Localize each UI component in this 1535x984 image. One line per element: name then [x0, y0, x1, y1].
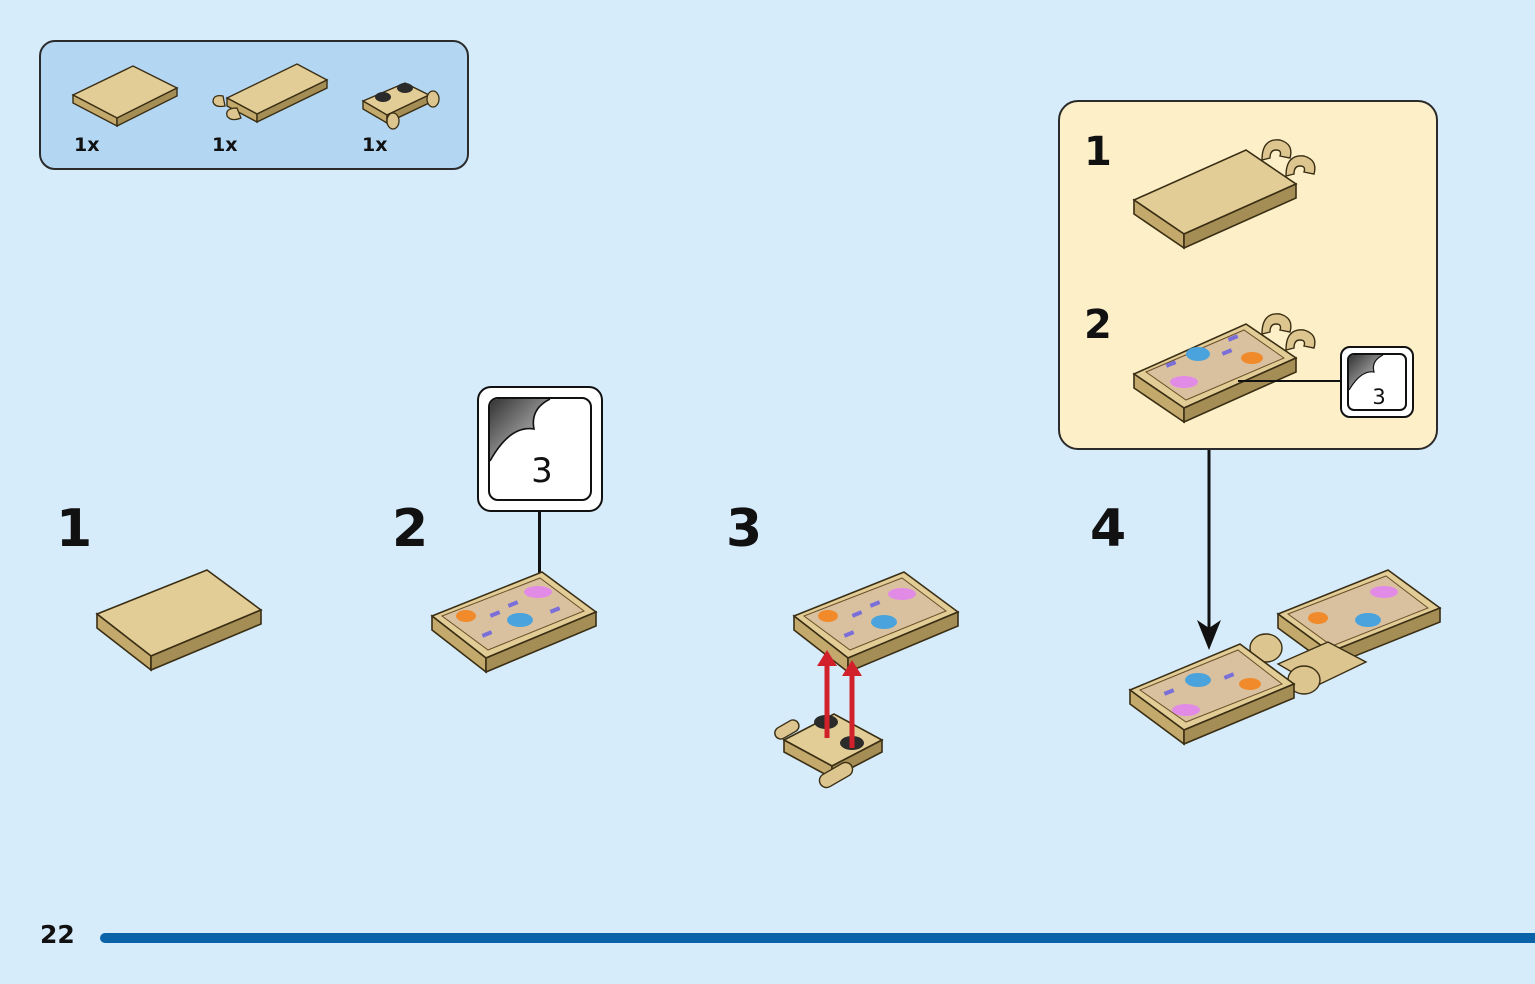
- sub-step-number-2: 2: [1084, 302, 1112, 348]
- step-4-assembly-illustration: [1128, 569, 1442, 746]
- sticker-icon: 3: [488, 397, 592, 501]
- page-number: 22: [40, 920, 75, 949]
- step-3-tile-illustration: [792, 571, 960, 674]
- part-qty-2: 1x: [212, 134, 238, 156]
- sub-step-1-clip-tile-illustration: [1132, 139, 1316, 250]
- sub-callout-leader-line: [1238, 380, 1340, 382]
- callout-leader-line: [538, 512, 541, 576]
- sub-sticker-callout: 3: [1340, 346, 1414, 418]
- sub-step-2-stickered-clip-tile-illustration: [1132, 313, 1316, 424]
- step-2-stickered-tile-illustration: [430, 571, 598, 674]
- step-number-1: 1: [56, 499, 93, 559]
- sub-assembly-arrow: [1197, 450, 1221, 650]
- sub-assembly-panel: 1 2 3: [1058, 100, 1438, 450]
- sub-step-number-1: 1: [1084, 129, 1112, 175]
- step-number-2: 2: [392, 499, 429, 559]
- page-footer-rule: [100, 933, 1535, 943]
- step-number-4: 4: [1090, 499, 1127, 559]
- assembly-arrows: [817, 650, 862, 748]
- handle-plate-part-icon: [361, 82, 440, 130]
- clip-tile-part-icon: [212, 63, 329, 124]
- step-3-handle-plate-illustration: [774, 713, 884, 789]
- step-number-3: 3: [726, 499, 763, 559]
- flat-tile-part-icon: [71, 65, 179, 128]
- parts-list-box: 1x 1x 1x: [39, 40, 469, 170]
- sticker-callout: 3: [477, 386, 603, 512]
- part-qty-3: 1x: [362, 134, 388, 156]
- sub-sticker-icon: 3: [1347, 353, 1407, 411]
- part-qty-1: 1x: [74, 134, 100, 156]
- step-1-tile-illustration: [95, 569, 263, 672]
